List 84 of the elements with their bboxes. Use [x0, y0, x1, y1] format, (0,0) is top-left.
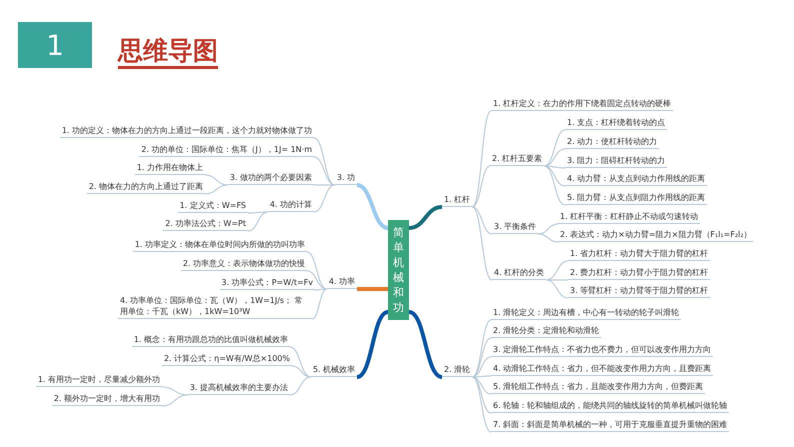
connector-line [472, 376, 492, 378]
subtopic-text: 2. 额外功一定时，增大有用功 [52, 393, 162, 406]
subtopic-text: 3. 功率公式：P=W/t=Fv [220, 277, 315, 290]
connector-line [472, 376, 492, 414]
subtopic-text: 3. 平衡条件 [492, 221, 538, 234]
slide-number-badge: 1 [18, 22, 92, 68]
branch-topic: 2. 滑轮 [442, 364, 472, 377]
subtopic-text: 2. 动力：使杠杆转动的力 [565, 136, 660, 149]
connector-line [357, 287, 388, 291]
connector-line [290, 346, 312, 378]
connector-line [356, 310, 389, 379]
connector-line [472, 338, 492, 378]
connector-line [472, 206, 492, 234]
connector-line [544, 166, 566, 206]
subtopic-text: 6. 轮轴：轮和轴组成的，能绕共同的轴线旋转的简单机械叫做轮轴 [491, 400, 730, 413]
subtopic-text: 1. 杠杆定义：在力的作用下绕着固定点转动的硬棒 [491, 98, 674, 111]
subtopic-text: 3. 提高机械效率的主要办法 [188, 382, 290, 395]
subtopic-text: 3. 定滑轮工作特点：不省力也不费力，但可以改变作用力方向 [491, 344, 714, 357]
subtopic-text: 2. 费力杠杆：动力臂小于阻力臂的杠杆 [568, 267, 710, 280]
connector-line [408, 205, 442, 230]
connector-line [292, 366, 312, 378]
subtopic-text: 2. 表达式：动力×动力臂=阻力×阻力臂（F₁l₁=F₂l₂） [558, 229, 754, 242]
connector-line [314, 288, 328, 290]
connector-line [472, 110, 492, 208]
subtopic-text: 2. 物体在力的方向上通过了距离 [86, 181, 205, 194]
subtopic-text: 2. 杠杆五要素 [490, 153, 544, 166]
connector-line [538, 224, 558, 234]
subtopic-text: 1. 定义式：W=FS [178, 200, 248, 213]
subtopic-text: 3. 等臂杠杆：动力臂等于阻力臂的杠杆 [568, 285, 710, 298]
subtopic-text: 1. 功率定义：物体在单位时间内所做的功叫功率 [132, 239, 307, 252]
connector-line [408, 310, 443, 379]
connector-line [314, 138, 336, 186]
subtopic-text: 5. 滑轮组工作特点：省力，且能改变作用力方向，但费距离 [491, 381, 706, 394]
connector-line [314, 184, 336, 212]
subtopic-text: 1. 支点：杠杆绕着转动的点 [565, 117, 668, 130]
connector-line [538, 234, 558, 242]
subtopic-text: 4. 动力臂：从支点到动力作用线的距离 [565, 173, 708, 186]
connector-line [314, 156, 336, 186]
subtopic-text: 2. 滑轮分类：定滑轮和动滑轮 [491, 325, 602, 338]
subtopic-text: 2. 功率法公式：W=Pt [163, 218, 248, 231]
connector-line [544, 148, 566, 166]
connector-line [162, 394, 188, 406]
connector-line [546, 280, 568, 298]
connector-line [472, 206, 492, 280]
connector-line [544, 130, 566, 166]
connector-line [472, 320, 492, 378]
connector-line [290, 376, 312, 396]
subtopic-text: 2. 计算公式：η=W有/W总×100% [162, 353, 292, 366]
connector-line [204, 184, 228, 194]
connector-line [472, 376, 492, 394]
branch-topic: 3. 功 [334, 172, 357, 185]
title: 思维导图 [118, 36, 218, 69]
subtopic-text: 1. 省力杠杆：动力臂大于阻力臂的杠杆 [568, 248, 710, 261]
subtopic-text: 2. 功率意义：表示物体做功的快慢 [180, 258, 307, 271]
branch-topic: 5. 机械效率 [310, 364, 357, 377]
subtopic-text: 4. 功的计算 [268, 199, 314, 212]
subtopic-text: 1. 滑轮定义：周边有槽，中心有一转动的轮子叫滑轮 [491, 307, 682, 320]
connector-line [248, 212, 268, 232]
connector-line [472, 166, 490, 208]
subtopic-text: 7. 斜面：斜面是简单机械的一种，可用于克服垂直提升重物的困难 [491, 419, 730, 432]
subtopic-text: 1. 概念：有用功跟总功的比值叫做机械效率 [132, 334, 290, 347]
connector-line [356, 183, 388, 230]
connector-line [306, 252, 328, 290]
subtopic-text: 3. 做功的两个必要因素 [228, 172, 314, 185]
subtopic-text: 4. 杠杆的分类 [492, 267, 546, 280]
branch-topic: 4. 功率 [326, 276, 357, 289]
subtopic-text: 3. 阻力：阻碍杠杆转动的力 [565, 155, 668, 168]
subtopic-text: 1. 有用功一定时，尽量减少额外功 [36, 374, 162, 387]
subtopic-text: 1. 力作用在物体上 [134, 162, 205, 175]
connector-line [314, 184, 336, 186]
central-topic-box: 简单机械和功 [388, 220, 409, 320]
branch-topic: 1. 杠杆 [442, 194, 472, 207]
subtopic-text: 1. 功的定义：物体在力的方向上通过一段距离，这个力就对物体做了功 [60, 125, 314, 138]
subtopic-text: 2. 功的单位：国际单位：焦耳（J），1J= 1N·m [139, 144, 314, 157]
connector-line [312, 288, 328, 320]
connector-line [248, 212, 268, 214]
connector-line [544, 166, 566, 186]
subtopic-text: 5. 阻力臂：从支点到阻力作用线的距离 [565, 192, 708, 205]
connector-line [546, 260, 568, 280]
subtopic-text: 4. 功率单位：国际单位：瓦（W），1W=1J/s； 常用单位：千瓦（kW），1kW=10³W [118, 295, 312, 319]
subtopic-text: 4. 动滑轮工作特点：省力，但不能改变作用力方向，且费距离 [491, 363, 714, 376]
connector-line [472, 376, 492, 432]
connector-line [306, 270, 328, 290]
subtopic-text: 1. 杠杆平衡：杠杆静止不动或匀速转动 [558, 211, 700, 224]
